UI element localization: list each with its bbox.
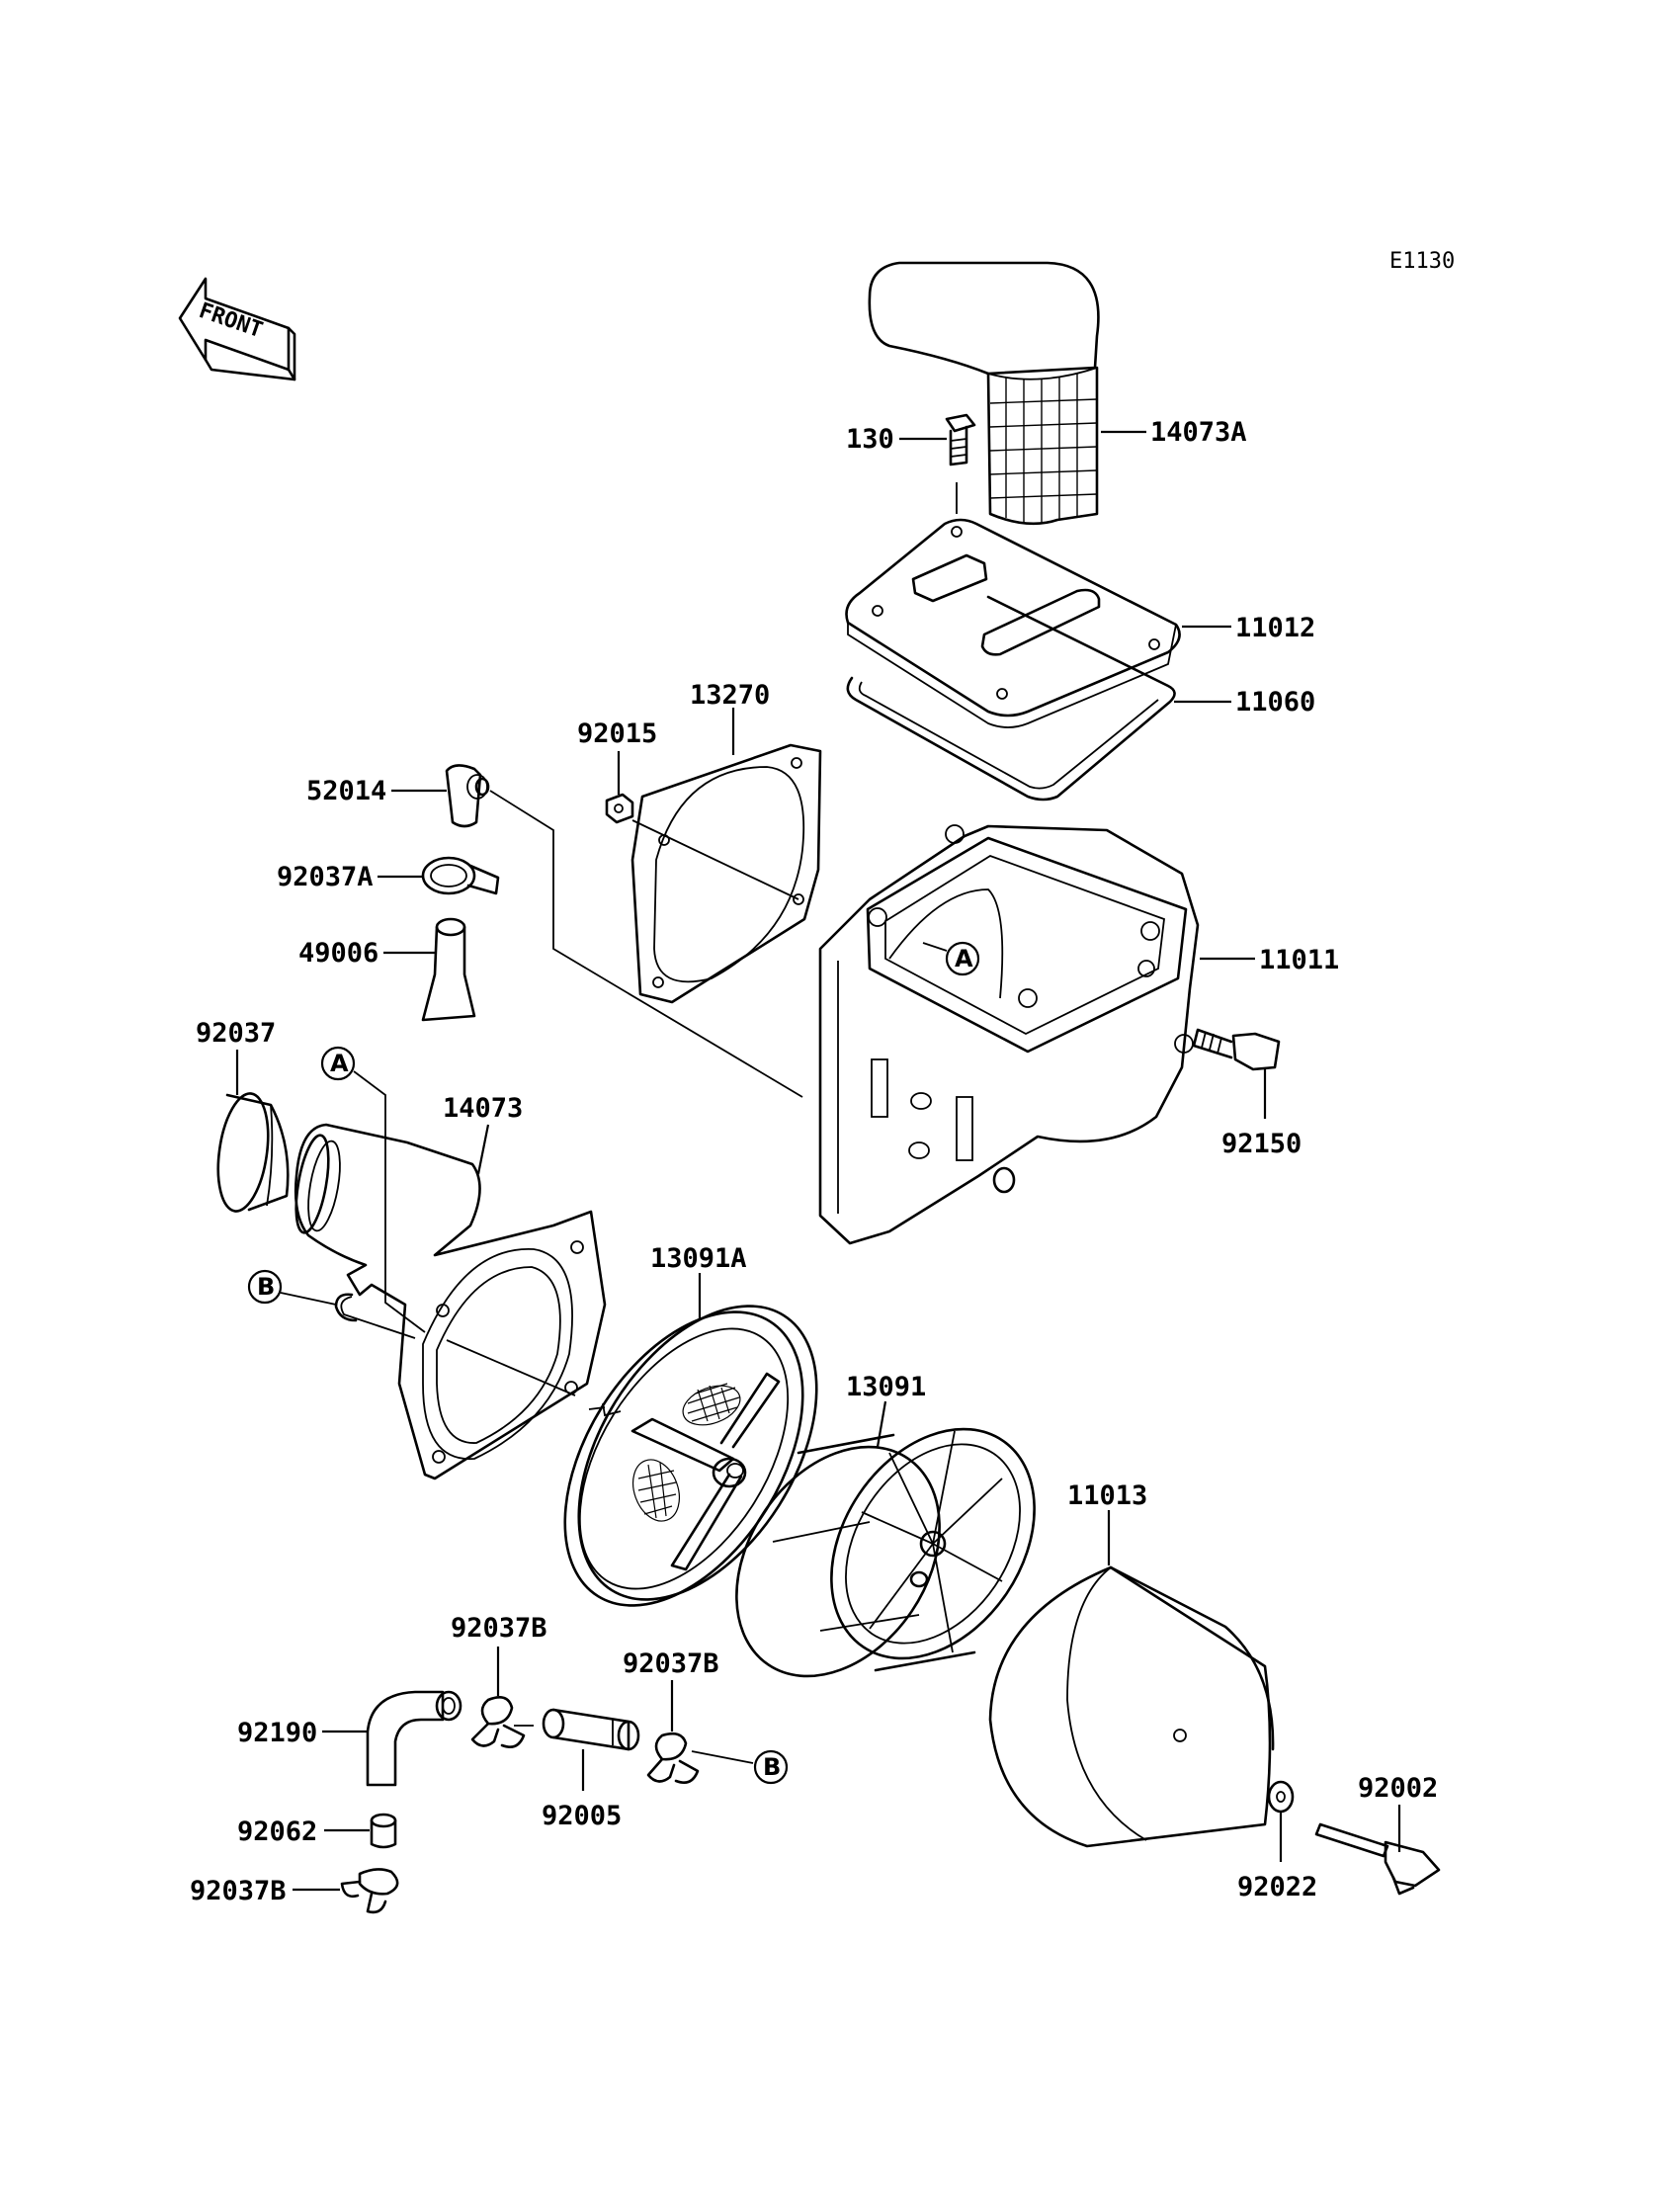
part-label-13091: 13091 [846, 1372, 926, 1402]
part-label-92037A: 92037A [277, 862, 374, 892]
front-arrow-icon: FRONT [178, 277, 296, 381]
part-92037A-clamp [421, 856, 500, 895]
part-label-130: 130 [846, 424, 894, 455]
callout-a-circle-top [945, 941, 980, 976]
part-11011-airbox [818, 824, 1200, 1245]
part-label-92002: 92002 [1358, 1773, 1438, 1804]
part-92037B-clip-3 [340, 1868, 399, 1914]
part-92037-band-clamp [216, 1092, 290, 1213]
part-92190-hose [366, 1690, 462, 1787]
part-92150-bolt [1192, 1028, 1281, 1071]
diagram-code: E1130 [1389, 249, 1455, 274]
part-92022-washer [1267, 1780, 1295, 1814]
part-label-49006: 49006 [298, 938, 378, 969]
part-13091A-cover [563, 1305, 818, 1607]
part-92062-cap [370, 1813, 397, 1849]
callout-a-circle-left [320, 1046, 356, 1081]
part-14073A-drawing [868, 261, 1100, 526]
part-label-11011: 11011 [1259, 945, 1339, 975]
part-label-52014: 52014 [306, 776, 386, 806]
part-label-92190: 92190 [237, 1718, 317, 1748]
part-label-11013: 11013 [1067, 1480, 1147, 1511]
part-92037B-clip-2 [646, 1732, 700, 1784]
part-label-92022: 92022 [1237, 1872, 1317, 1902]
callout-b-right: B [763, 1753, 781, 1781]
part-label-92062: 92062 [237, 1817, 317, 1847]
front-label: FRONT [196, 298, 266, 343]
part-label-92037B-3: 92037B [190, 1876, 287, 1906]
part-92002-bolt [1314, 1822, 1441, 1896]
part-label-92005: 92005 [542, 1801, 622, 1831]
part-92015-nut [605, 793, 634, 824]
part-92005-pipe [542, 1708, 640, 1751]
part-label-13270: 13270 [690, 680, 770, 711]
part-label-92150: 92150 [1221, 1129, 1302, 1159]
part-11012-cover [845, 518, 1181, 728]
callout-b-circle-left [247, 1269, 283, 1305]
part-label-13091A: 13091A [650, 1243, 747, 1274]
part-11013-element [988, 1565, 1275, 1848]
part-label-11060: 11060 [1235, 687, 1315, 718]
part-label-14073: 14073 [443, 1093, 523, 1124]
part-130-bolt [945, 413, 976, 466]
part-13270-plate [630, 743, 822, 1004]
part-13091-frame [735, 1427, 1036, 1678]
part-label-92037B-2: 92037B [623, 1648, 719, 1679]
part-label-92037B-1: 92037B [451, 1613, 547, 1644]
part-label-14073A: 14073A [1150, 417, 1247, 448]
part-14073-duct [294, 1123, 607, 1480]
part-11060-gasket [846, 595, 1176, 802]
callout-a-top: A [955, 945, 973, 972]
callout-b-left: B [257, 1273, 275, 1301]
part-label-92037: 92037 [196, 1018, 276, 1049]
callout-b-circle-right [753, 1749, 789, 1785]
callout-a-left: A [330, 1050, 349, 1077]
part-49006-tube [421, 917, 476, 1022]
part-label-92015: 92015 [577, 718, 657, 749]
part-52014-fitting [445, 764, 490, 828]
part-92037B-clip-1 [470, 1696, 534, 1748]
part-label-11012: 11012 [1235, 613, 1315, 643]
